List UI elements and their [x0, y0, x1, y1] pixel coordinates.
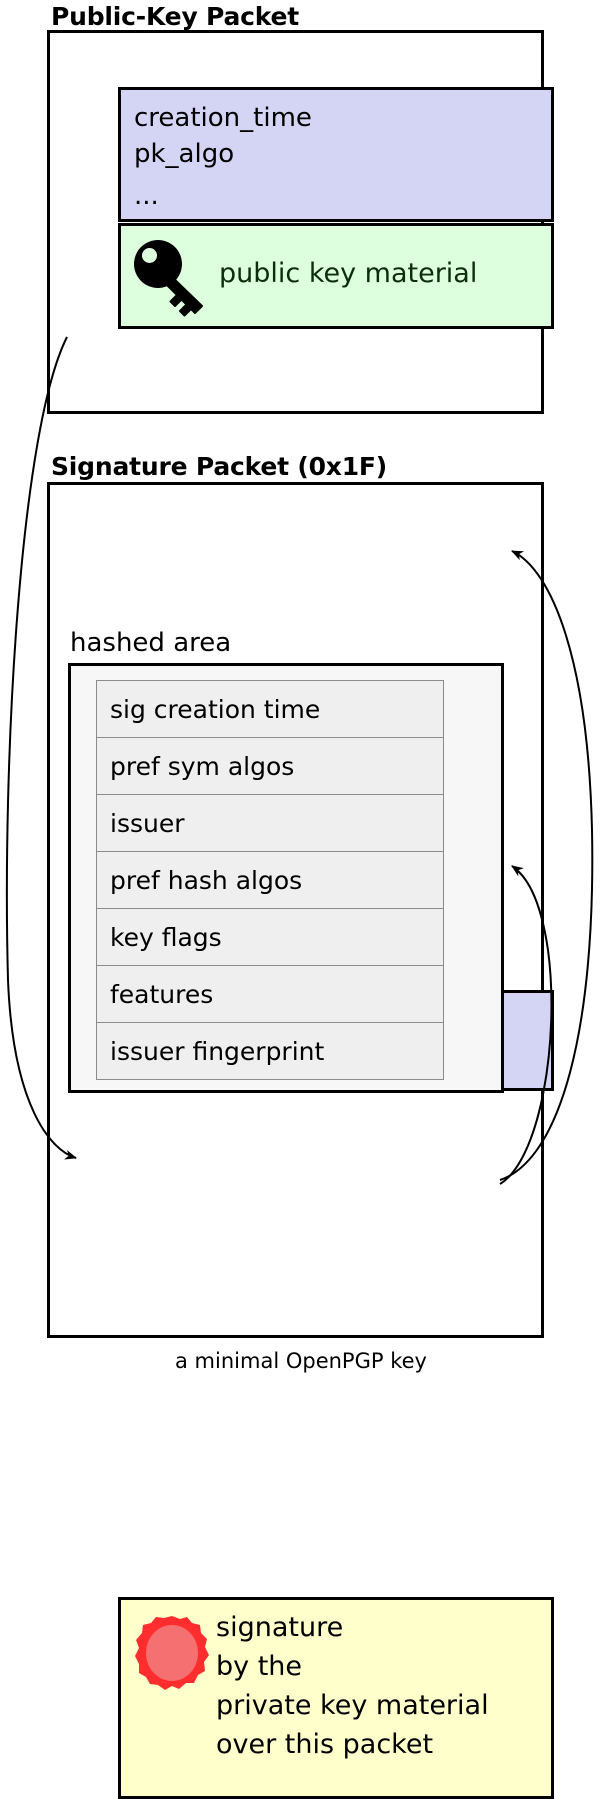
- signature-value-text: signature by the private key material ov…: [216, 1612, 489, 1760]
- hashed-subpacket-table: sig creation time pref sym algos issuer …: [96, 680, 444, 1080]
- hashed-area-label: hashed area: [70, 628, 232, 658]
- diagram-canvas: Public-Key Packet creation_time pk_algo …: [5, 2, 594, 1799]
- key-icon: [134, 240, 203, 317]
- signature-value-box: signature by the private key material ov…: [118, 1597, 554, 1799]
- hashed-subpacket-row: pref sym algos: [97, 738, 443, 795]
- public-key-material-label: public key material: [219, 258, 478, 289]
- public-key-metadata-text: creation_time pk_algo: [134, 103, 312, 169]
- hashed-subpacket-row: sig creation time: [97, 681, 443, 738]
- public-key-packet-frame: creation_time pk_algo ... public key mat…: [47, 30, 554, 414]
- diagram-caption: a minimal OpenPGP key: [175, 1349, 427, 1373]
- hashed-subpacket-row: key flags: [97, 909, 443, 966]
- hashed-subpacket-row: issuer fingerprint: [97, 1023, 443, 1080]
- hashed-subpacket-row: features: [97, 966, 443, 1023]
- wax-seal-icon: [135, 1616, 209, 1690]
- public-key-packet-title: Public-Key Packet: [51, 2, 300, 31]
- hashed-subpacket-row: issuer: [97, 795, 443, 852]
- hashed-subpacket-row: pref hash algos: [97, 852, 443, 909]
- public-key-metadata-ellipsis: ...: [134, 181, 159, 211]
- public-key-material-box: public key material: [118, 223, 554, 329]
- signature-packet-title: Signature Packet (0x1F): [51, 452, 388, 481]
- public-key-metadata-box: creation_time pk_algo ...: [118, 87, 554, 222]
- hashed-area-box: sig creation time pref sym algos issuer …: [68, 663, 504, 1093]
